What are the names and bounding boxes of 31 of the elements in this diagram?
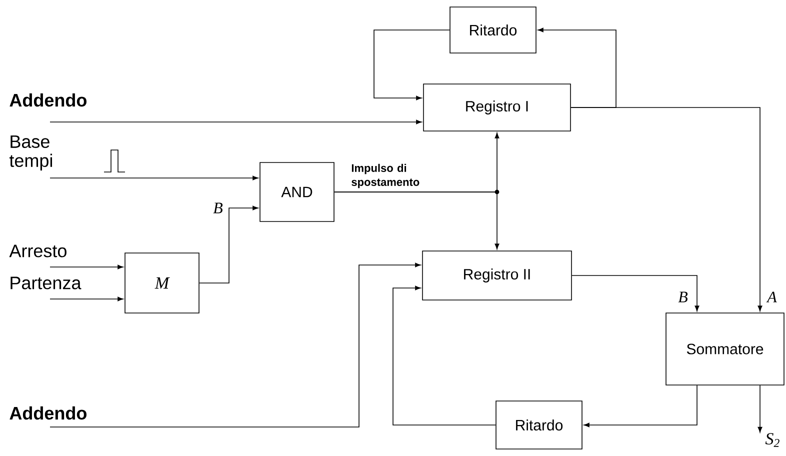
arrow (570, 107, 762, 312)
block-box: Ritardo (496, 400, 582, 450)
signal-label: Partenza (10, 276, 82, 290)
arrow (374, 30, 450, 100)
arrow (572, 275, 700, 312)
arrow (758, 385, 762, 433)
edge-label: Impulso di spostamento (352, 164, 420, 188)
block-box: AND (260, 162, 334, 222)
arrow (334, 192, 500, 250)
arrow (50, 120, 422, 124)
signal-label: Base tempi (9, 135, 52, 171)
edge-label: B (678, 292, 688, 302)
block-box: Sommatore (666, 312, 784, 386)
signal-label: Arresto (9, 244, 66, 258)
signal-label: S$_{2}$ (765, 433, 780, 447)
arrow (50, 176, 258, 180)
arrow (50, 296, 124, 302)
edge-label: B (213, 202, 223, 214)
arrow (50, 264, 124, 270)
arrow (584, 385, 698, 428)
arrow (50, 262, 421, 428)
block-box: Ritardo (450, 6, 536, 54)
block-box: Registro II (422, 250, 572, 300)
edge-label: A (766, 292, 777, 302)
arrow (538, 28, 616, 108)
arrow (392, 286, 496, 426)
signal-label: Addendo (10, 93, 86, 107)
arrow (199, 206, 258, 284)
signal-label: Addendo (10, 406, 86, 420)
block-box: Registro I (423, 84, 571, 132)
block-box: M (124, 252, 200, 314)
